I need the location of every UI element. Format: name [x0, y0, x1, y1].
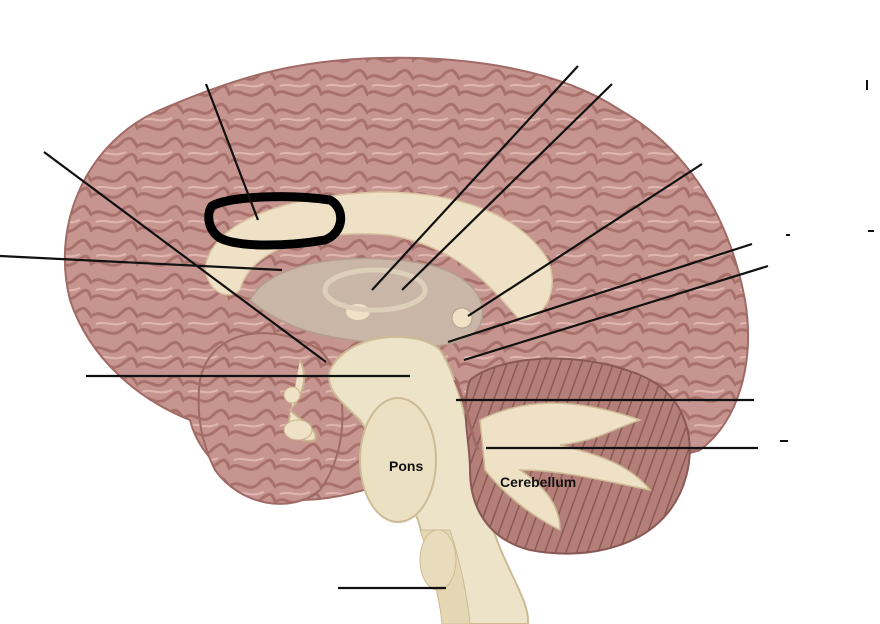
pituitary-gland	[283, 419, 313, 441]
leader-lines	[0, 65, 769, 590]
blank-mark	[866, 80, 868, 90]
leader-line	[0, 254, 283, 272]
pons	[359, 397, 437, 523]
blank-marks	[780, 80, 874, 442]
cerebellum-label: Cerebellum	[500, 474, 577, 490]
leader-line	[371, 65, 579, 291]
highlight-ring	[204, 192, 346, 250]
blank-mark	[780, 440, 788, 442]
pons-label: Pons	[389, 458, 424, 474]
leader-line	[463, 264, 769, 362]
corpus-callosum	[204, 191, 553, 321]
thalamus	[249, 257, 484, 348]
blank-mark	[786, 234, 790, 236]
leader-line	[447, 242, 753, 344]
leader-line	[43, 151, 327, 363]
pineal-gland	[451, 307, 473, 329]
arbor-vitae	[479, 402, 652, 532]
blank-mark	[868, 230, 874, 232]
leader-line	[467, 163, 703, 317]
leader-line	[401, 83, 613, 291]
leader-line	[204, 83, 260, 221]
